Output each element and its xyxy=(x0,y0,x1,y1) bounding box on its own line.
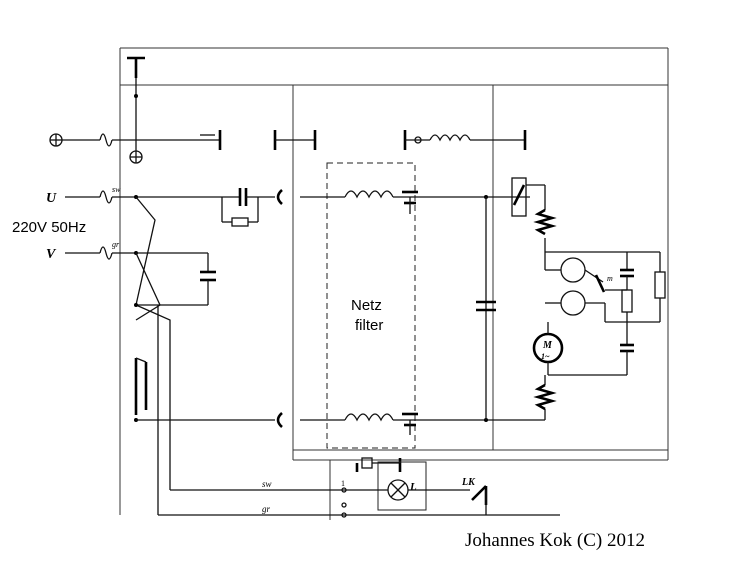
terminal-1-label: 1 xyxy=(341,479,345,488)
netz-filter-label-line1: Netz xyxy=(351,297,382,314)
motor-winding-2-icon xyxy=(560,290,586,316)
top-switch xyxy=(127,56,145,140)
motor-label: M xyxy=(542,340,553,351)
u-line xyxy=(65,188,530,227)
wire-gr-label: gr xyxy=(262,504,271,514)
ground-line xyxy=(49,130,527,164)
outer-frame xyxy=(119,47,669,520)
right-circuit: m M 1~ xyxy=(511,177,666,420)
u-wire-tag: sw xyxy=(112,185,121,194)
lower-line xyxy=(276,197,545,435)
motor-winding-1-icon xyxy=(560,257,586,283)
left-bus xyxy=(134,196,275,515)
terminal-v-label: V xyxy=(46,247,57,262)
v-line xyxy=(65,246,216,306)
resistor-tag: m xyxy=(607,274,613,283)
switch-lk-label: LK xyxy=(461,477,476,488)
v-wire-tag: gr xyxy=(112,240,120,249)
lamp-section: L xyxy=(355,457,427,511)
credit-text: Johannes Kok (C) 2012 xyxy=(465,530,645,551)
netz-filter-box xyxy=(326,162,416,449)
supply-label: 220V 50Hz xyxy=(12,219,86,236)
bottom-wires: sw gr 1 LK xyxy=(158,477,560,518)
lamp-label: L xyxy=(409,481,417,493)
netz-filter-label-line2: filter xyxy=(355,317,383,334)
motor-sub-label: 1~ xyxy=(541,352,550,361)
terminal-u-label: U xyxy=(46,191,57,206)
wire-sw-label: sw xyxy=(262,479,272,489)
